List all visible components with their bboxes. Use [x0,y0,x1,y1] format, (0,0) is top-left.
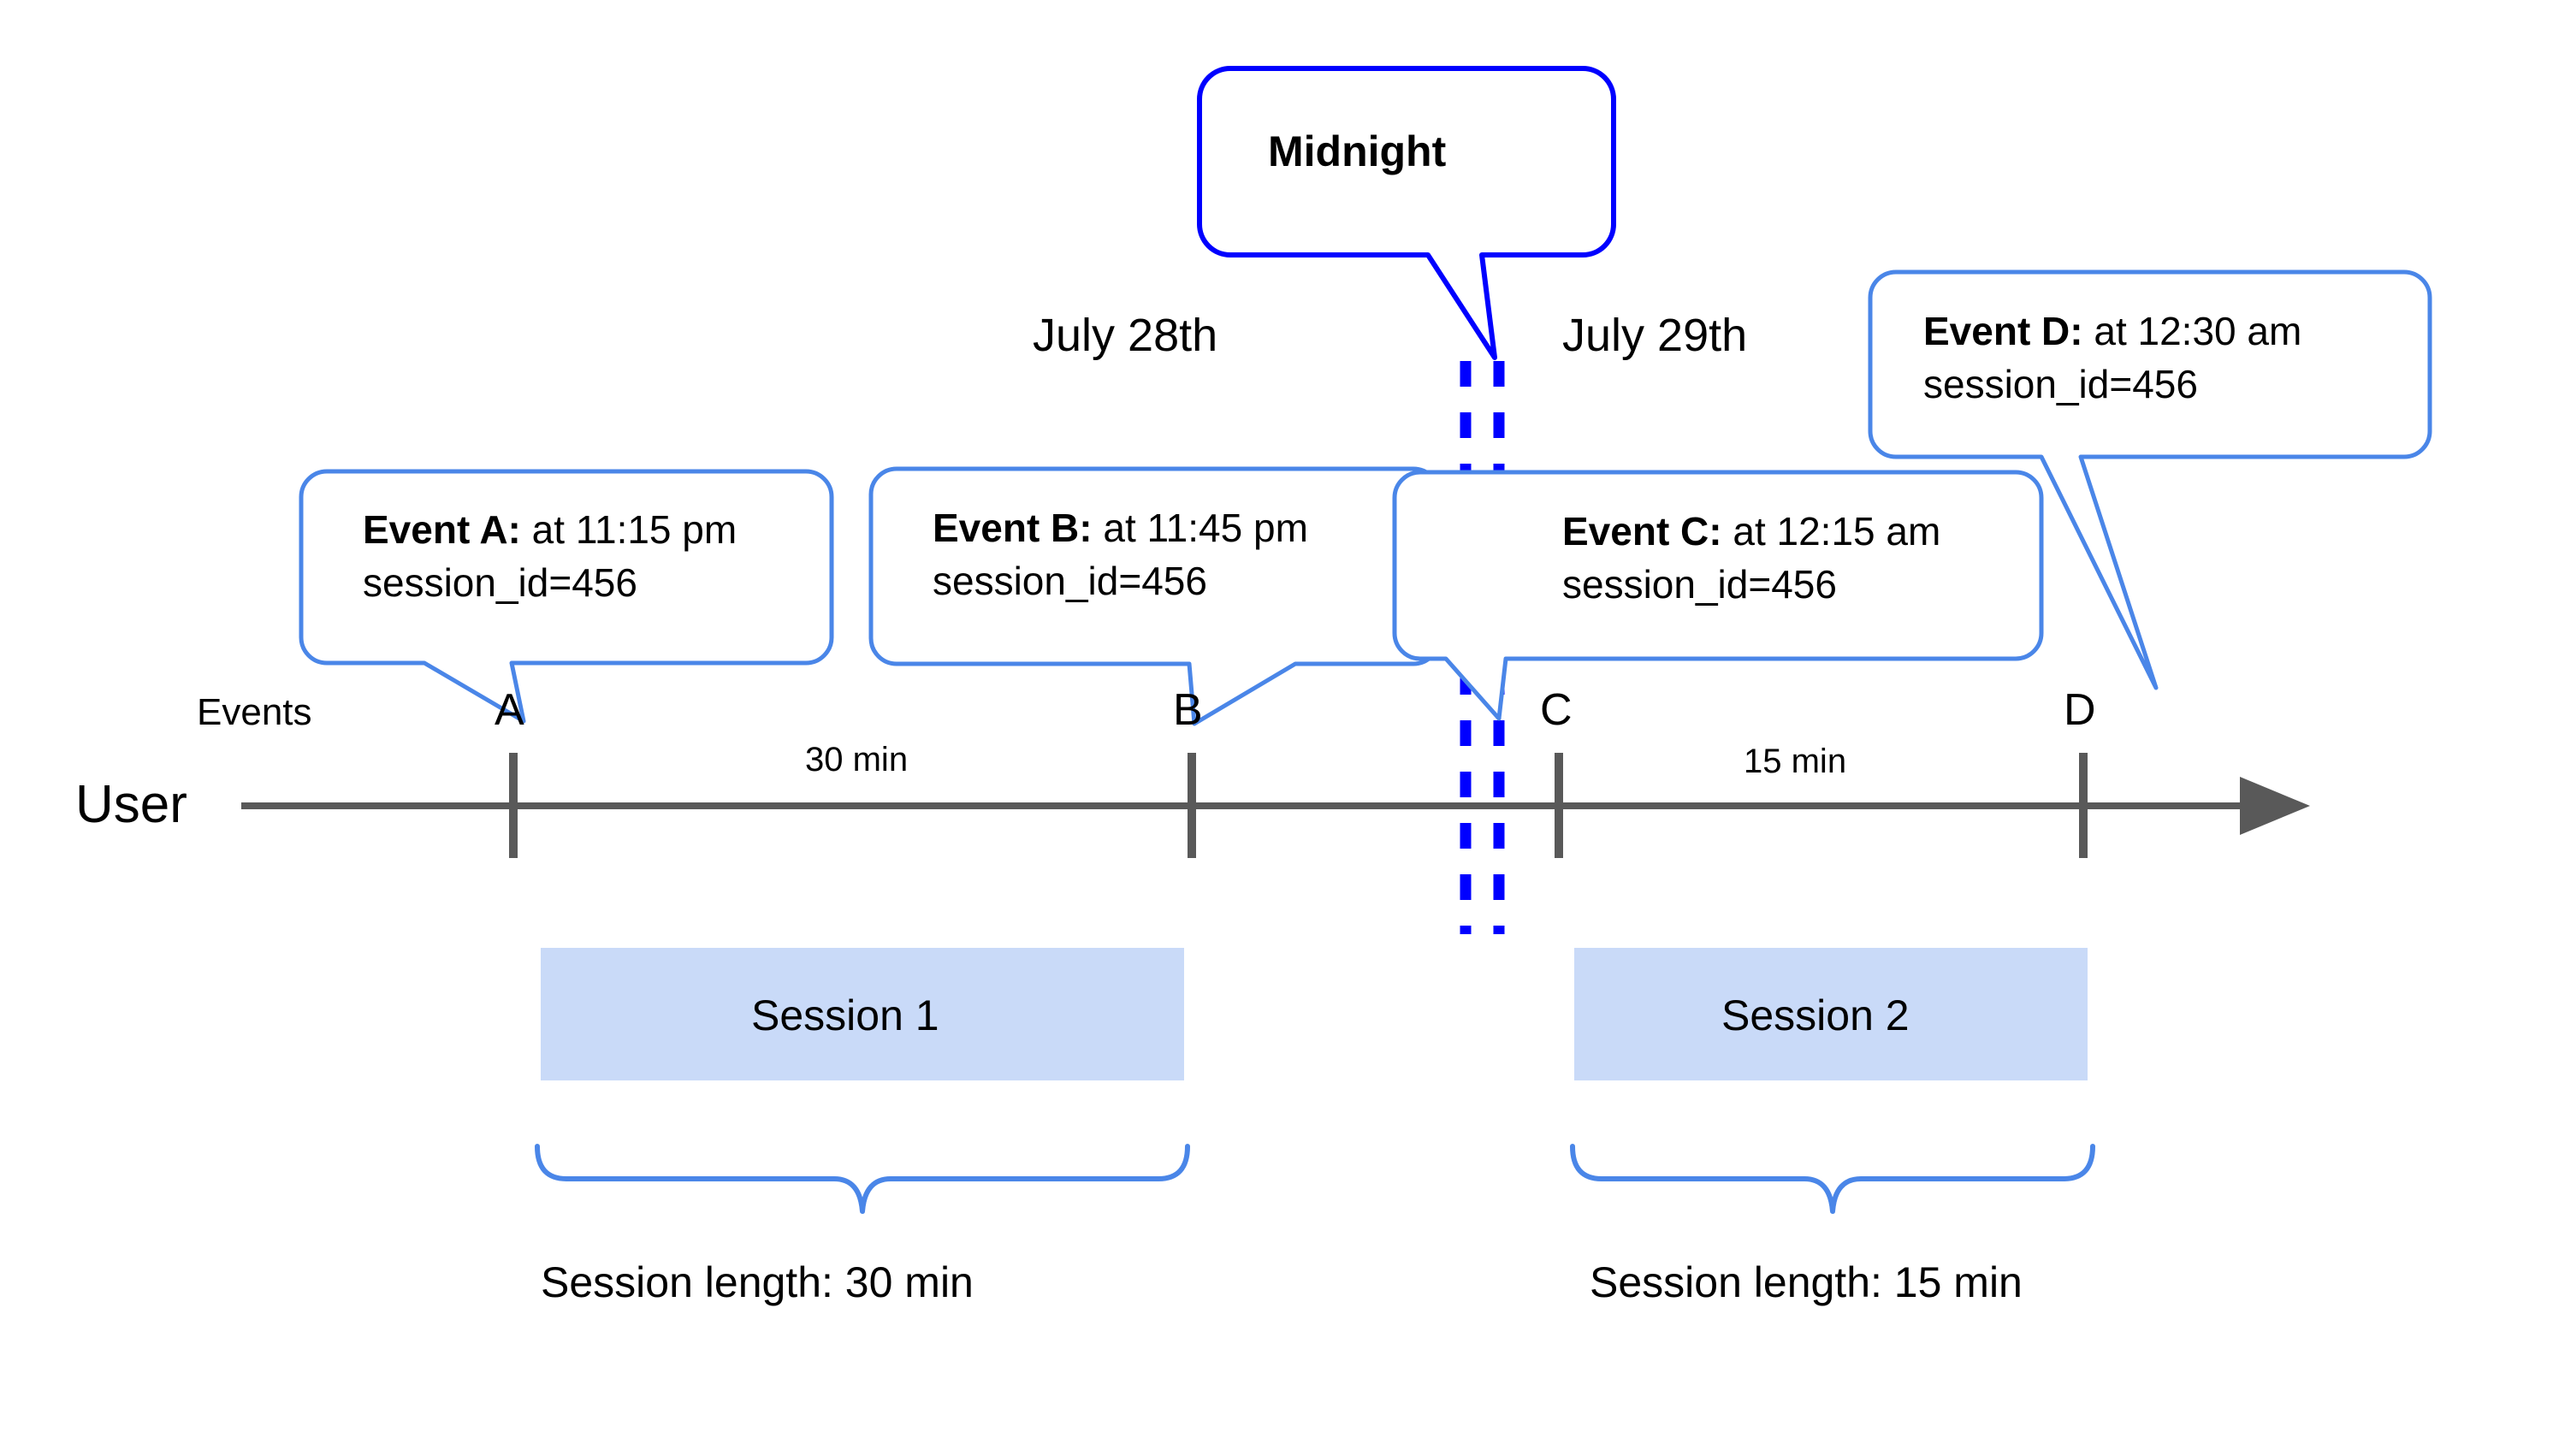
event-callout-a[interactable] [299,469,834,724]
session-length-label-2: Session length: 15 min [1590,1258,2023,1306]
midnight-callout-label: Midnight [1268,127,1447,175]
event-marker-label-c: C [1540,685,1573,735]
event-b-session-id: session_id=456 [933,559,1207,603]
event-a-title: Event A: [363,507,521,552]
session-bar-2[interactable] [1574,948,2088,1080]
event-callout-d[interactable] [1868,269,2432,690]
event-c-callout-line1: Event C: at 12:15 am [1562,505,1940,558]
event-callout-c-shape [1392,470,2044,721]
session-brace-2-path [1570,1144,2095,1214]
session-bar-label-2: Session 2 [1721,991,1910,1039]
event-b-title: Event B: [933,506,1093,550]
session-brace-2 [1570,1144,2095,1214]
event-callout-c[interactable] [1392,470,2044,721]
date-label-july-29: July 29th [1562,310,1748,361]
event-callout-d-shape [1868,269,2432,690]
event-callout-a-shape [299,469,834,724]
timeline-axis-arrowhead [2240,777,2310,835]
event-c-session-id: session_id=456 [1562,562,1837,607]
duration-label-15min: 15 min [1744,743,1847,780]
timeline-axis [241,753,2310,858]
event-c-time: at 12:15 am [1721,509,1941,553]
midnight-dashed-lines [1460,361,1505,934]
duration-label-30min: 30 min [805,741,909,778]
event-b-callout-line1: Event B: at 11:45 pm [933,501,1308,554]
event-d-callout-line1: Event D: at 12:30 am [1923,305,2301,358]
row-label-user: User [75,775,187,834]
session-bar-label-1: Session 1 [751,991,939,1039]
midnight-callout[interactable] [1197,66,1616,360]
event-b-time: at 11:45 pm [1092,506,1308,550]
event-a-time: at 11:15 pm [520,507,737,552]
event-d-session-id: session_id=456 [1923,362,2198,406]
event-marker-label-a: A [495,685,524,735]
session-brace-1-path [535,1144,1190,1214]
event-c-title: Event C: [1562,509,1722,553]
event-a-callout-line1: Event A: at 11:15 pm [363,503,737,556]
session-bar-1[interactable] [541,948,1184,1080]
date-label-july-28: July 28th [1033,310,1218,361]
session-length-label-1: Session length: 30 min [541,1258,974,1306]
session-brace-1 [535,1144,1190,1214]
midnight-callout-shape [1197,66,1616,360]
event-a-session-id: session_id=456 [363,560,637,605]
event-d-time: at 12:30 am [2082,309,2302,353]
event-marker-label-b: B [1173,685,1203,735]
event-d-title: Event D: [1923,309,2083,353]
row-label-events: Events [197,691,312,733]
event-marker-label-d: D [2064,685,2096,735]
